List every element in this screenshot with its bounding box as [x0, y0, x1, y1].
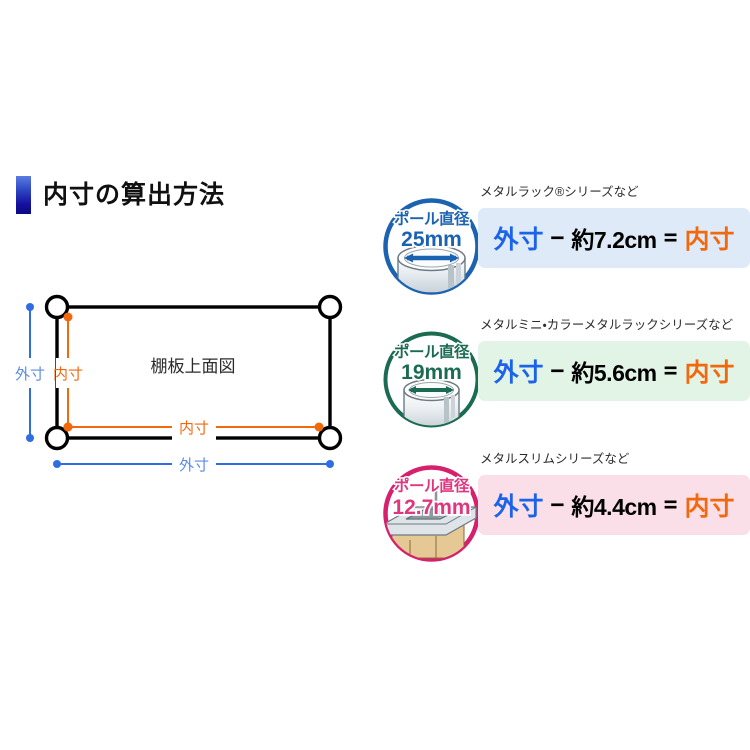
outer-dim-endpoint-bottom [26, 434, 34, 442]
formula-value: 約7.2cm [571, 227, 657, 253]
chrome-pole-illustration [397, 244, 466, 293]
badge-label: ポール直径 [394, 476, 470, 495]
pole-spec-row-12-7mm: ポール直径 12.7mm メタルスリムシリーズなど 外寸 − 約4.4cm = … [378, 452, 750, 577]
formula-equals-sign: = [663, 492, 678, 518]
formula-inner-term: 内寸 [684, 493, 735, 521]
formula-value: 約4.4cm [571, 494, 657, 520]
outer-dim-endpoint-right [326, 460, 334, 468]
kitchen-sink-illustration [385, 488, 477, 559]
formula-box: 外寸 − 約7.2cm = 内寸 [478, 208, 750, 268]
formula-outer-term: 外寸 [493, 493, 544, 521]
formula-outer-term: 外寸 [493, 359, 544, 387]
pole-spec-content-12-7mm: メタルスリムシリーズなど 外寸 − 約4.4cm = 内寸 [478, 452, 750, 535]
pole-diameter-badge-25mm: ポール直径 25mm [380, 195, 483, 298]
formula-minus-sign: − [550, 492, 565, 518]
page-title-block: 内寸の算出方法 [16, 176, 225, 214]
inner-label-horizontal: 内寸 [179, 420, 209, 437]
badge-label: ポール直径 [394, 342, 470, 361]
badge-diameter: 25mm [401, 228, 462, 251]
formula-box: 外寸 − 約4.4cm = 内寸 [478, 475, 750, 535]
formula-box: 外寸 − 約5.6cm = 内寸 [478, 341, 750, 401]
shelf-board-top-view-diagram: 棚板上面図 外寸 内寸 内寸 外寸 [0, 280, 380, 490]
series-caption: メタルミニ・カラーメタルラックシリーズなど [480, 318, 734, 332]
formula-equals-sign: = [663, 358, 678, 384]
pole-diameter-badge-12-7mm: ポール直径 12.7mm [380, 462, 483, 565]
outer-dim-endpoint-top [26, 303, 34, 311]
chrome-pole-illustration [403, 378, 460, 426]
post-circle-top-right [317, 294, 343, 320]
inner-dim-endpoint-right [314, 422, 324, 432]
pole-spec-content-19mm: メタルミニ・カラーメタルラックシリーズなど 外寸 − 約5.6cm = 内寸 [478, 318, 750, 401]
formula-minus-sign: − [550, 225, 565, 251]
pole-spec-content-25mm: メタルラック®シリーズなど 外寸 − 約7.2cm = 内寸 [478, 185, 750, 268]
post-circle-bottom-right [317, 425, 343, 451]
badge-diameter: 12.7mm [392, 496, 470, 519]
formula-minus-sign: − [550, 358, 565, 384]
outer-dim-endpoint-left [53, 460, 61, 468]
post-circle-top-left [44, 294, 70, 320]
inner-dim-endpoint-left [63, 422, 73, 432]
inner-label-vertical: 内寸 [53, 366, 83, 383]
series-caption: メタルスリムシリーズなど [480, 452, 630, 466]
post-circle-bottom-left [44, 425, 70, 451]
pole-spec-row-25mm: ポール直径 25mm メタルラック®シリーズなど 外寸 − 約7.2cm = 内… [378, 185, 750, 310]
page-title: 内寸の算出方法 [43, 180, 226, 209]
diagram-center-label: 棚板上面図 [151, 357, 236, 376]
formula-equals-sign: = [663, 225, 678, 251]
inner-dim-endpoint-top [63, 312, 73, 322]
formula-value: 約5.6cm [571, 360, 657, 386]
series-caption: メタルラック®シリーズなど [480, 185, 639, 199]
formula-inner-term: 内寸 [684, 359, 735, 387]
formula-outer-term: 外寸 [493, 226, 544, 254]
outer-label-vertical: 外寸 [15, 366, 45, 383]
pole-spec-row-19mm: ポール直径 19mm メタルミニ・カラーメタルラックシリーズなど 外寸 − 約5… [378, 318, 750, 443]
formula-inner-term: 内寸 [684, 226, 735, 254]
badge-label: ポール直径 [394, 209, 470, 228]
outer-label-horizontal: 外寸 [179, 457, 209, 474]
badge-diameter: 19mm [401, 361, 462, 384]
title-accent-bar [16, 176, 31, 214]
pole-diameter-badge-19mm: ポール直径 19mm [380, 328, 483, 431]
